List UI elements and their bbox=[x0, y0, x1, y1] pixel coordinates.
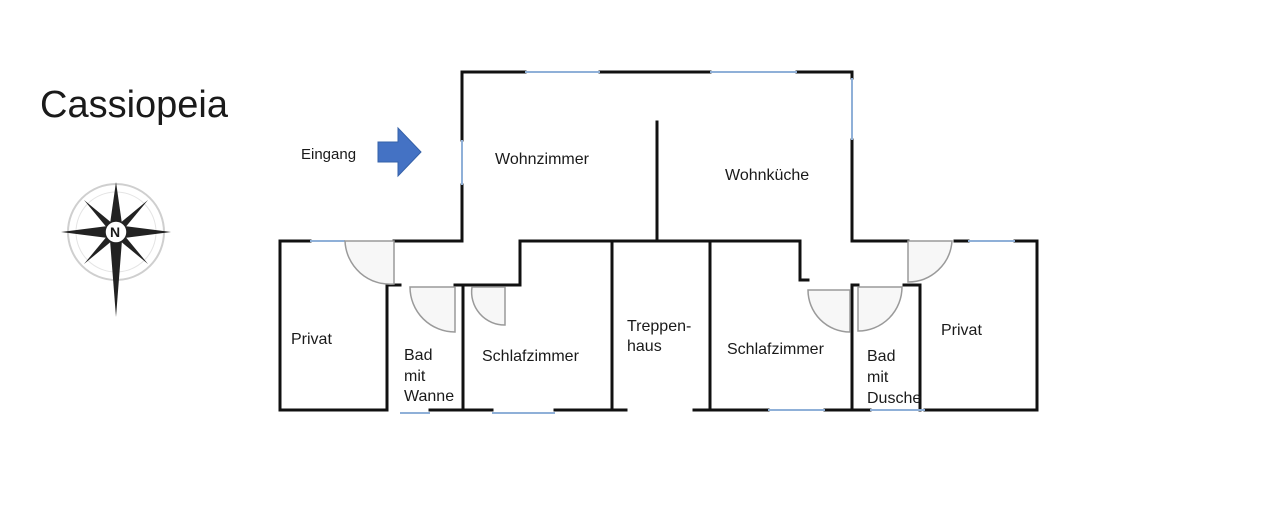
doors bbox=[344, 240, 953, 333]
entrance-arrow-icon bbox=[377, 126, 422, 178]
door-bad-wanne bbox=[409, 286, 456, 333]
room-label-treppenhaus-1: Treppen- bbox=[627, 318, 692, 335]
schlaf-left-walls bbox=[461, 239, 614, 412]
door-schlaf-left bbox=[470, 286, 506, 326]
door-bad-dusche bbox=[857, 286, 903, 332]
door-privat-right bbox=[907, 240, 953, 283]
room-label-bad-dusche-3: Dusche bbox=[867, 390, 922, 407]
room-label-bad-wanne-1: Bad bbox=[404, 347, 433, 364]
privat-left-walls bbox=[278, 239, 387, 412]
room-label-bad-wanne-2: mit bbox=[404, 368, 426, 385]
room-label-schlafzimmer-left: Schlafzimmer bbox=[482, 348, 579, 365]
room-label-bad-dusche-1: Bad bbox=[867, 348, 896, 365]
door-privat-left bbox=[344, 240, 395, 285]
treppenhaus-walls bbox=[610, 239, 712, 412]
privat-right-walls bbox=[923, 239, 1039, 412]
bad-dusche-walls bbox=[850, 283, 922, 412]
windows bbox=[310, 71, 1015, 414]
entrance-label: Eingang bbox=[301, 146, 357, 163]
room-label-wohnkueche: Wohnküche bbox=[725, 167, 810, 184]
room-label-wohnzimmer: Wohnzimmer bbox=[495, 151, 589, 168]
room-label-privat-left: Privat bbox=[291, 331, 332, 348]
door-schlaf-right bbox=[807, 289, 851, 333]
upper-block-walls bbox=[460, 70, 854, 243]
compass-north-label: N bbox=[110, 224, 121, 240]
room-label-bad-dusche-2: mit bbox=[867, 369, 889, 386]
walls bbox=[278, 70, 1039, 412]
compass-rose-icon bbox=[61, 182, 171, 317]
room-label-privat-right: Privat bbox=[941, 322, 982, 339]
schlaf-right-walls bbox=[708, 239, 857, 412]
room-label-schlafzimmer-right: Schlafzimmer bbox=[727, 341, 824, 358]
page-title: Cassiopeia bbox=[40, 84, 228, 126]
room-label-bad-wanne-3: Wanne bbox=[404, 388, 455, 405]
room-label-treppenhaus-2: haus bbox=[627, 338, 662, 355]
